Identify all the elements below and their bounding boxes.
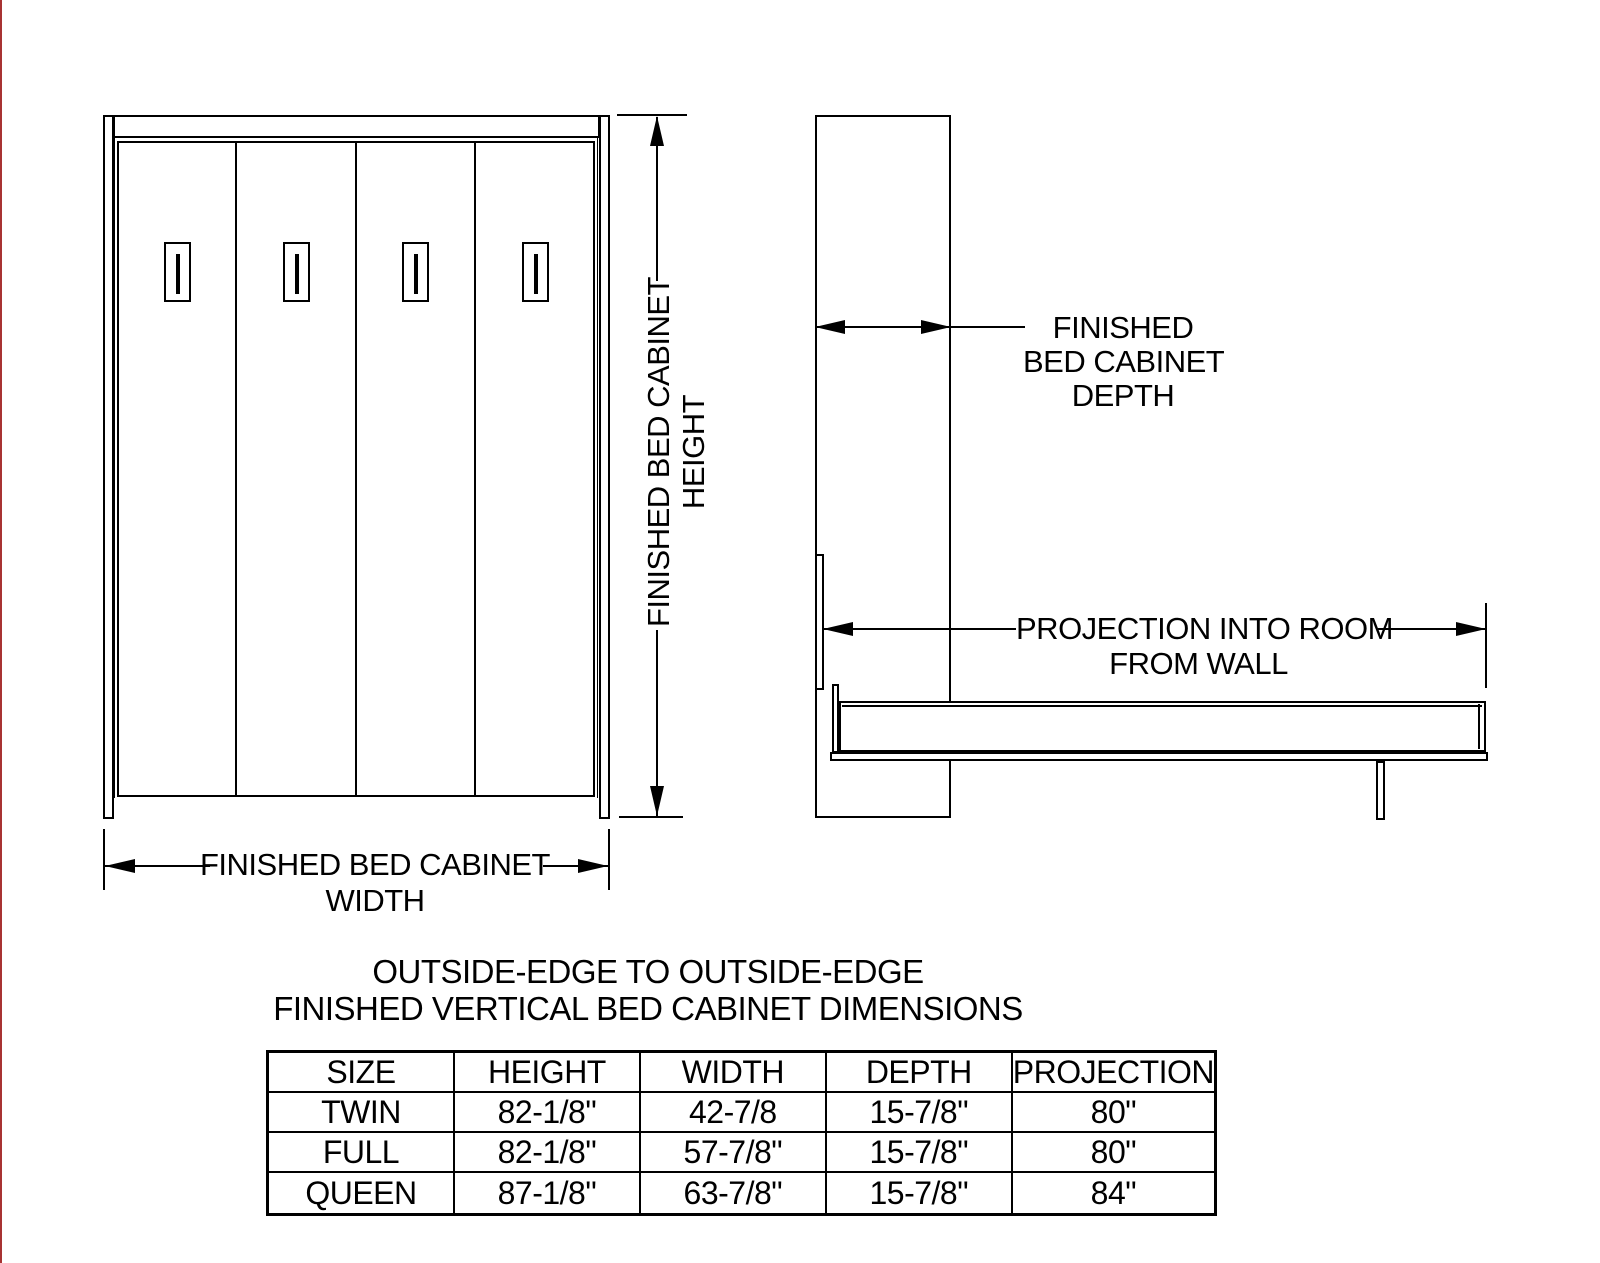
table-cell-width: 57-7/8" — [640, 1133, 827, 1173]
handle-slot — [294, 254, 299, 294]
table-cell-height: 82-1/8" — [454, 1093, 641, 1133]
depth-dimension-label: FINISHED BED CABINET DEPTH — [1023, 310, 1225, 413]
table-title-line2: FINISHED VERTICAL BED CABINET DIMENSIONS — [273, 990, 1023, 1027]
bed-platform-inner-end-line — [1478, 704, 1480, 749]
door-handle — [283, 242, 310, 302]
width-dimension-line-left — [105, 865, 210, 867]
table-cell-width: 63-7/8" — [641, 1173, 827, 1213]
table-header-height: HEIGHT — [454, 1053, 641, 1093]
projection-dimension-line-right — [1378, 628, 1486, 630]
height-dimension-line-lower — [656, 630, 658, 816]
table-header-size: SIZE — [269, 1053, 455, 1093]
table-cell-height: 82-1/8" — [454, 1133, 641, 1173]
door-handle — [522, 242, 549, 302]
height-dimension-line-upper — [656, 117, 658, 281]
front-view-top-rail — [113, 115, 600, 138]
handle-slot — [533, 254, 538, 294]
width-arrow-right-icon — [578, 859, 608, 873]
door-handle — [164, 242, 191, 302]
dimensions-table: SIZE HEIGHT WIDTH DEPTH PROJECTION TWIN … — [266, 1050, 1217, 1216]
table-cell-projection: 80" — [1012, 1093, 1214, 1133]
projection-label-line1: PROJECTION INTO ROOM — [1016, 611, 1393, 646]
width-extension-line-right — [608, 829, 610, 890]
width-extension-line-left — [103, 829, 105, 890]
door-panel-divider — [355, 141, 357, 797]
bed-head-face-bar — [832, 684, 839, 753]
height-extension-line-top — [617, 114, 687, 116]
width-arrow-left-icon — [105, 859, 135, 873]
table-cell-width: 42-7/8 — [640, 1093, 827, 1133]
depth-arrow-right-icon — [921, 320, 951, 334]
bed-platform-inner-top-line — [842, 705, 1482, 707]
bed-leg — [1376, 761, 1385, 820]
bed-bottom-board — [830, 752, 1488, 761]
depth-label-line3: DEPTH — [1071, 378, 1175, 413]
table-cell-depth: 15-7/8" — [826, 1093, 1013, 1133]
width-label-line1: FINISHED BED CABINET — [200, 847, 551, 882]
projection-extension-line-right — [1485, 603, 1487, 688]
table-cell-size: TWIN — [269, 1093, 455, 1133]
height-extension-line-bottom — [619, 816, 683, 818]
depth-label-line2: BED CABINET — [1023, 344, 1225, 379]
table-header-width: WIDTH — [640, 1053, 827, 1093]
handle-slot — [413, 254, 418, 294]
height-label-line2: HEIGHT — [676, 394, 711, 510]
table-cell-height: 87-1/8" — [455, 1173, 641, 1213]
door-handle — [402, 242, 429, 302]
projection-dimension-line-left — [823, 628, 1016, 630]
table-cell-size: FULL — [269, 1133, 455, 1173]
projection-arrow-left-icon — [823, 622, 853, 636]
depth-arrow-left-icon — [815, 320, 845, 334]
page-edge-line — [0, 0, 2, 1263]
table-cell-depth: 15-7/8" — [826, 1133, 1013, 1173]
table-title: OUTSIDE-EDGE TO OUTSIDE-EDGE FINISHED VE… — [248, 953, 1048, 1027]
table-cell-projection: 84" — [1090, 1174, 1137, 1211]
width-label-line2: WIDTH — [325, 883, 425, 918]
door-panel-divider — [474, 141, 476, 797]
projection-dimension-label: PROJECTION INTO ROOM FROM WALL — [1016, 611, 1393, 681]
height-dimension-label: FINISHED BED CABINET HEIGHT — [641, 242, 713, 662]
table-header-depth: DEPTH — [826, 1053, 1013, 1093]
projection-arrow-right-icon — [1456, 622, 1486, 636]
table-cell-depth: 15-7/8" — [827, 1173, 1013, 1213]
depth-dimension-line — [815, 326, 1025, 328]
front-view-right-stile — [599, 115, 610, 819]
height-arrow-down-icon — [650, 786, 664, 816]
table-title-line1: OUTSIDE-EDGE TO OUTSIDE-EDGE — [372, 953, 924, 990]
height-label-line1: FINISHED BED CABINET — [641, 277, 676, 627]
width-dimension-line-right — [543, 865, 608, 867]
projection-label-line2: FROM WALL — [1109, 646, 1288, 681]
width-dimension-label: FINISHED BED CABINET WIDTH — [150, 847, 600, 919]
table-cell-projection: 80" — [1012, 1133, 1214, 1173]
table-header-projection: PROJECTION — [1012, 1053, 1215, 1093]
table-cell-size: QUEEN — [269, 1173, 455, 1213]
height-arrow-up-icon — [650, 116, 664, 146]
bed-platform — [839, 701, 1486, 752]
handle-slot — [175, 254, 180, 294]
door-panel-divider — [235, 141, 237, 797]
front-view-left-stile — [103, 115, 114, 819]
depth-label-line1: FINISHED — [1052, 310, 1194, 345]
